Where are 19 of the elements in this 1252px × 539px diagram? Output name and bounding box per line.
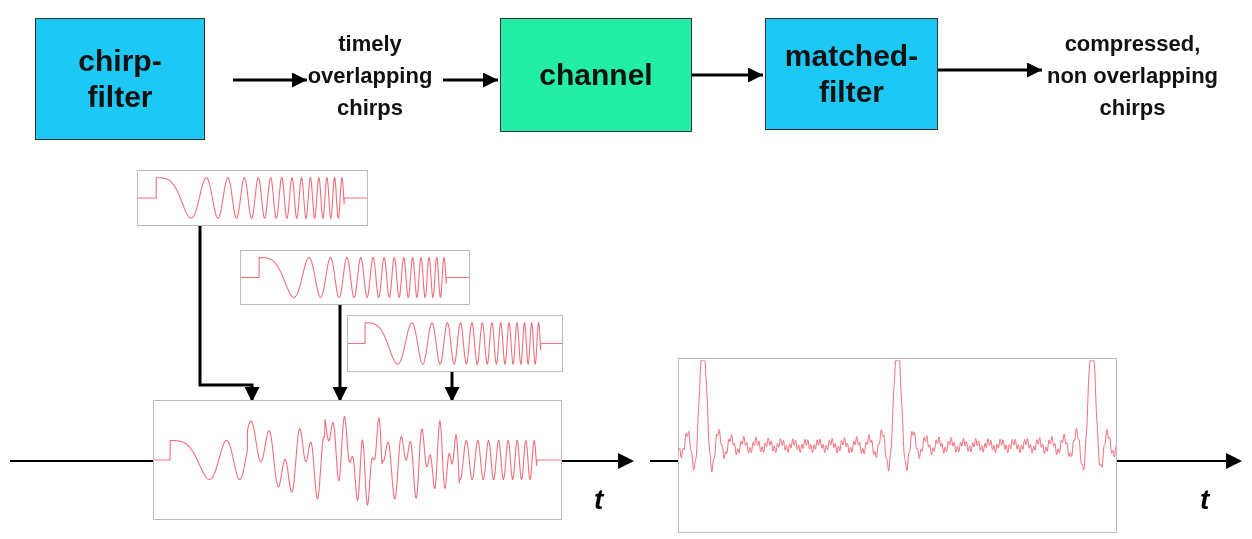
channel-block: channel bbox=[500, 18, 692, 132]
signal-caption: timely overlapping chirps bbox=[306, 29, 434, 122]
signal-caption: compressed, non overlapping chirps bbox=[1045, 29, 1220, 122]
filter-block: matched-filter bbox=[765, 18, 938, 130]
filter-block: chirp-filter bbox=[35, 18, 205, 140]
arrow bbox=[332, 305, 348, 402]
arrow bbox=[938, 62, 1042, 78]
chirp-waveform-plot bbox=[347, 315, 563, 372]
chirp-waveform-plot bbox=[240, 250, 470, 305]
axis-label: t bbox=[1200, 484, 1210, 516]
compressed-pulses-plot bbox=[678, 358, 1117, 533]
axis-label: t bbox=[594, 484, 604, 516]
chirp-waveform-plot bbox=[137, 170, 368, 226]
arrow bbox=[233, 72, 307, 88]
arrow bbox=[443, 72, 498, 88]
arrow bbox=[444, 372, 460, 402]
overlapping-chirps-plot bbox=[153, 400, 562, 520]
arrow bbox=[692, 67, 763, 83]
arrow bbox=[198, 226, 260, 402]
